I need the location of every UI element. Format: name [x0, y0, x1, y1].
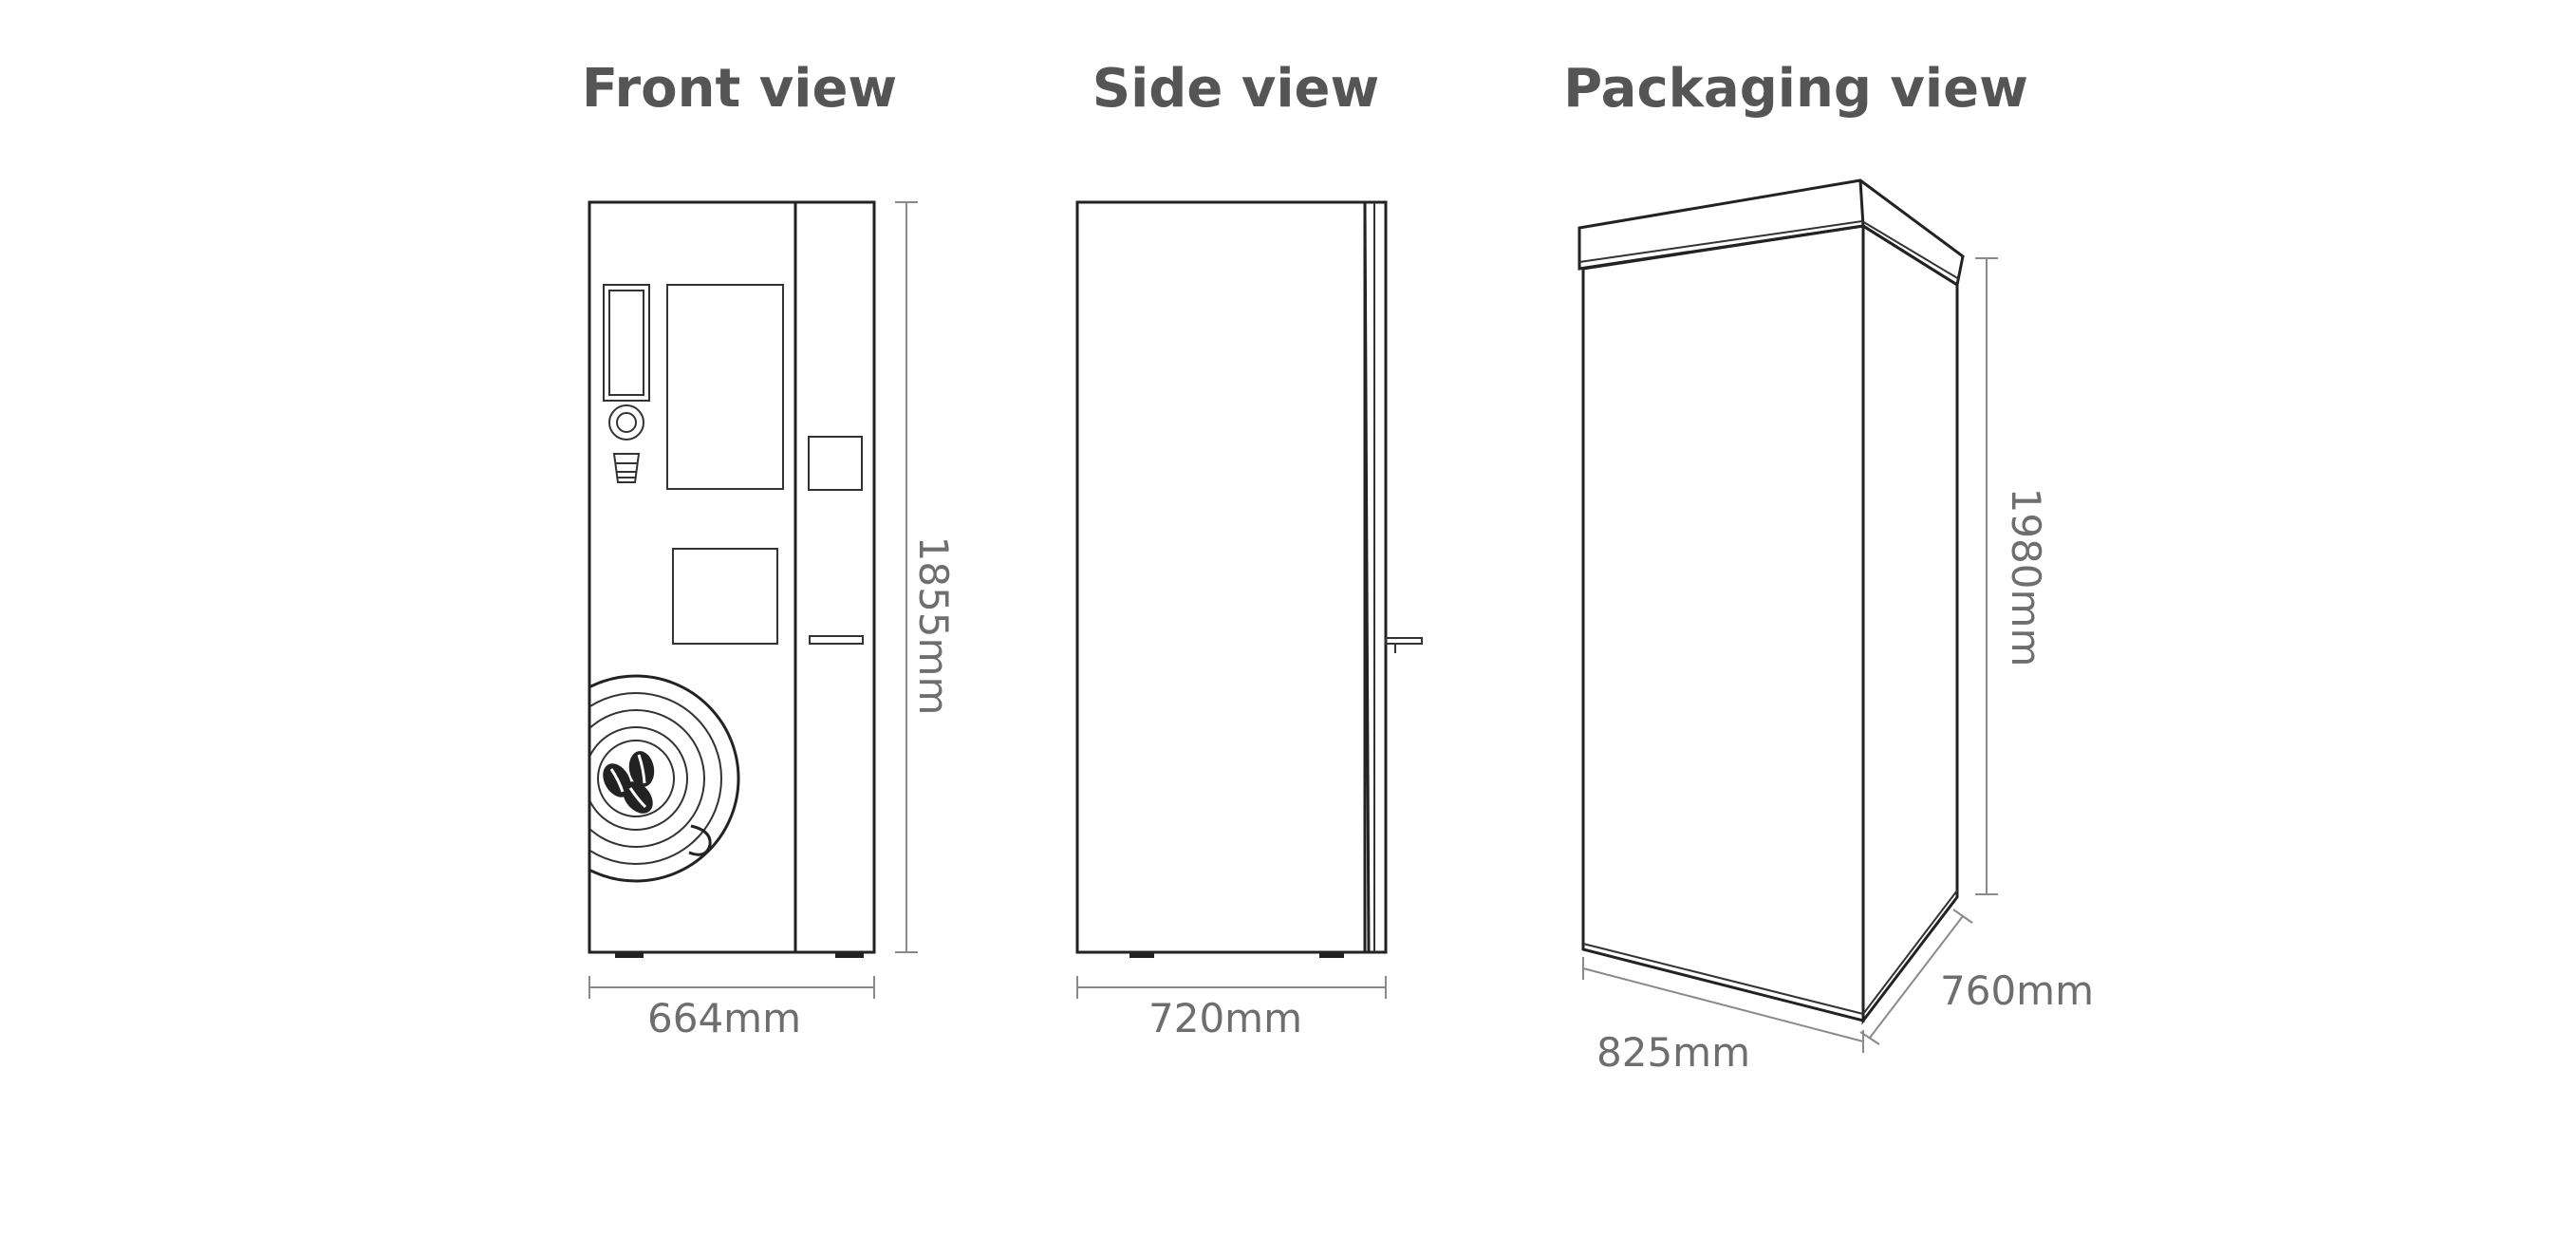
side-width-dimension: [1076, 976, 1387, 999]
front-menu-strip: [603, 284, 650, 402]
front-width-label: 664mm: [647, 995, 801, 1041]
packaging-view-title: Packaging view: [1563, 58, 2028, 120]
side-width-label: 720mm: [1148, 995, 1302, 1041]
front-control-knob-inner: [616, 412, 637, 433]
side-door-handle: [1385, 637, 1423, 645]
front-menu-strip-inner: [608, 290, 644, 396]
front-view: Front view: [582, 58, 957, 1041]
side-view-title: Side view: [1092, 58, 1380, 120]
side-view: Side view 720mm: [1075, 58, 1423, 1041]
coffee-cup-logo-icon: [590, 674, 740, 883]
side-right-foot: [1319, 952, 1344, 958]
package-depth-label: 760mm: [1940, 967, 2094, 1014]
front-width-dimension: [588, 976, 875, 999]
package-depth-dimension: [1859, 909, 1973, 1045]
cup-icon: [612, 453, 641, 483]
package-side-face: [1861, 223, 1959, 1025]
front-control-knob: [608, 404, 644, 441]
front-touch-display: [666, 284, 784, 490]
side-left-foot: [1129, 952, 1154, 958]
side-cabinet-body: [1075, 200, 1367, 954]
front-height-dimension: [895, 201, 918, 953]
package-lid: [1577, 178, 1965, 288]
package-height-dimension: [1975, 257, 1998, 895]
front-card-reader: [808, 436, 863, 491]
front-door-handle: [809, 635, 864, 645]
front-height-label: 1855mm: [910, 536, 957, 716]
front-cabinet-body: [588, 200, 876, 954]
front-dispense-window: [672, 548, 778, 645]
package-front-face: [1581, 224, 1865, 1022]
package-width-label: 825mm: [1596, 1029, 1750, 1076]
front-right-foot: [835, 952, 864, 958]
packaging-view: Packaging view 1980mm 825mm: [1563, 58, 2094, 1076]
package-height-label: 1980mm: [2003, 488, 2049, 667]
front-left-foot: [615, 952, 644, 958]
front-view-title: Front view: [582, 58, 897, 120]
